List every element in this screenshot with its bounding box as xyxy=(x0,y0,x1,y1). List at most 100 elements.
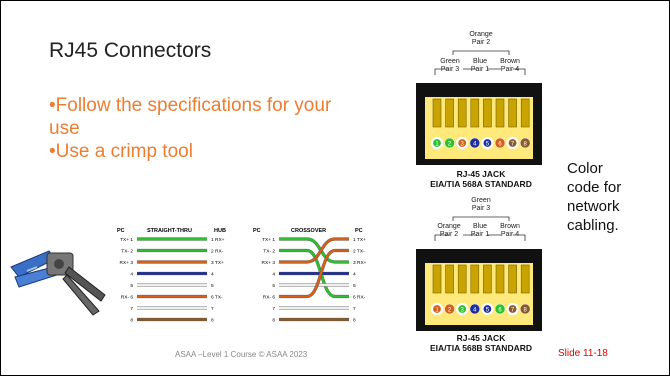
crossover-wire xyxy=(279,237,349,264)
pin-number: 4 xyxy=(473,308,477,314)
wiring-diagram: PC STRAIGHT-THRU HUB PC CROSSOVER PC TX+… xyxy=(117,228,367,324)
pin-circle xyxy=(506,136,519,150)
pin-circle xyxy=(444,303,455,315)
hub-pin-label: 1 RX+ xyxy=(211,237,225,243)
pin-circle xyxy=(481,136,494,150)
jack-contact xyxy=(483,264,492,294)
jack-contact xyxy=(495,264,505,294)
jack-contact xyxy=(470,264,480,294)
pin-number: 7 xyxy=(511,308,515,314)
jack-contact xyxy=(508,264,517,294)
left-pin-label: 8 xyxy=(130,318,133,324)
pc-pin-label: 2 TX- xyxy=(353,249,365,255)
hub-pin-label: 7 xyxy=(211,306,214,312)
straight-thru-diagram: PC STRAIGHT-THRU HUB xyxy=(117,228,226,234)
bullet-item: •Follow the specifications for your use xyxy=(49,95,332,139)
pin-circle xyxy=(456,136,469,150)
jack-contact xyxy=(445,98,454,128)
pin-number: 8 xyxy=(524,142,528,148)
pin-circle xyxy=(506,302,519,316)
jack-contact xyxy=(483,98,492,128)
jack-contact xyxy=(457,264,467,294)
bullet-item: •Use a crimp tool xyxy=(49,141,193,162)
left-pin-label: 7 xyxy=(130,306,133,312)
jack-contact xyxy=(520,98,530,128)
hub-pin-label: 3 TX+ xyxy=(211,260,224,266)
left-pin-label: 4 xyxy=(272,272,275,278)
pin-number: 3 xyxy=(461,142,465,148)
hub-pin-label: 6 TX- xyxy=(211,295,223,301)
pin-number: 5 xyxy=(486,308,490,314)
straight-left-label: PC xyxy=(117,228,125,234)
pin-circle xyxy=(444,137,455,149)
pc-pin-label: 1 TX+ xyxy=(353,237,366,243)
pin-number: 2 xyxy=(448,142,452,148)
crimp-tool-icon xyxy=(10,250,106,316)
straight-right-label: HUB xyxy=(214,228,226,234)
pin-number: 1 xyxy=(435,308,439,314)
crossover-wire xyxy=(279,249,349,298)
pin-number: 6 xyxy=(498,308,502,314)
pin-circle xyxy=(494,137,506,149)
pin-circle xyxy=(519,137,531,149)
pin-number: 1 xyxy=(435,142,439,148)
left-pin-label: 8 xyxy=(272,318,275,324)
jack-contact xyxy=(445,264,454,294)
jack-contact xyxy=(520,264,530,294)
left-pin-label: 7 xyxy=(272,306,275,312)
left-pin-label: TX+ 1 xyxy=(120,237,133,243)
pin-circle xyxy=(469,137,481,149)
jack-contact xyxy=(470,98,480,128)
pin-number: 8 xyxy=(524,308,528,314)
left-pin-label: RX- 6 xyxy=(121,295,134,301)
crossover-left-label: PC xyxy=(253,228,261,234)
pin-number: 2 xyxy=(448,308,452,314)
pc-pin-label: 5 xyxy=(353,283,356,289)
jack-contact xyxy=(457,98,467,128)
left-pin-label: 5 xyxy=(272,283,275,289)
pc-pin-label: 3 RX+ xyxy=(353,260,367,266)
hub-pin-label: 4 xyxy=(211,272,214,278)
pc-pin-label: 7 xyxy=(353,306,356,312)
hub-pin-label: 8 xyxy=(211,318,214,324)
hub-pin-label: 2 RX- xyxy=(211,249,224,255)
footer-text: ASAA –Level 1 Course © ASAA 2023 xyxy=(175,350,308,359)
pin-circle xyxy=(469,303,481,315)
left-pin-label: TX- 2 xyxy=(121,249,133,255)
pin-circle xyxy=(456,302,469,316)
color-code-caption: Color code for network cabling. xyxy=(567,160,622,234)
pin-circle xyxy=(519,303,531,315)
pc-pin-label: 6 RX- xyxy=(353,295,366,301)
pin-number: 5 xyxy=(486,142,490,148)
left-pin-label: TX- 2 xyxy=(263,249,275,255)
pin-circle xyxy=(494,303,506,315)
slide-number: Slide 11-18 xyxy=(558,348,608,359)
left-pin-label: RX- 6 xyxy=(263,295,276,301)
bullet-list: •Follow the specifications for your use … xyxy=(49,94,349,163)
left-pin-label: TX+ 1 xyxy=(262,237,275,243)
crossover-diagram: PC CROSSOVER PC xyxy=(253,228,363,234)
pin-circle xyxy=(481,302,494,316)
pc-pin-label: 8 xyxy=(353,318,356,324)
left-pin-label: 5 xyxy=(130,283,133,289)
pc-pin-label: 4 xyxy=(353,272,356,278)
pin-number: 3 xyxy=(461,308,465,314)
crossover-title: CROSSOVER xyxy=(291,228,326,234)
slide-title: RJ45 Connectors xyxy=(49,39,212,62)
jack-contact xyxy=(495,98,505,128)
jack-contact xyxy=(432,98,442,128)
hub-pin-label: 5 xyxy=(211,283,214,289)
crossover-right-label: PC xyxy=(355,228,363,234)
